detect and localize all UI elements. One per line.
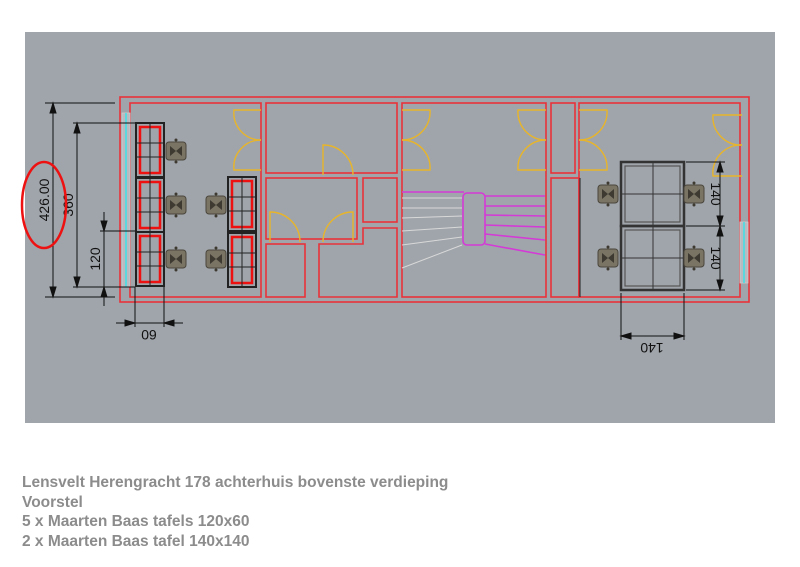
door	[322, 211, 354, 243]
stair-room	[401, 102, 547, 298]
caption-subtitle: Voorstel	[22, 493, 83, 511]
drawing-canvas	[25, 32, 775, 423]
dimension-lines	[45, 101, 725, 340]
door	[322, 144, 354, 176]
room-bottom-1	[265, 243, 306, 298]
table-120x60	[135, 177, 165, 233]
office-chair-icon	[683, 181, 705, 207]
table-120x60	[135, 122, 165, 178]
dimension-square-table-1: 140	[708, 182, 724, 206]
door	[401, 109, 431, 141]
room-bottom-2	[318, 227, 398, 298]
table-120x60	[227, 232, 257, 288]
chairs	[165, 138, 705, 272]
caption: Lensvelt Herengracht 178 achterhuis bove…	[22, 473, 448, 551]
office-chair-icon	[205, 192, 227, 218]
door	[578, 109, 608, 141]
dimension-table-length: 120	[87, 247, 103, 271]
door	[401, 139, 431, 171]
dimension-square-table-width: 140	[640, 340, 664, 356]
office-chair-icon	[597, 245, 619, 271]
door	[269, 211, 301, 243]
office-chair-icon	[165, 192, 187, 218]
door	[517, 139, 547, 171]
office-chair-icon	[165, 138, 187, 164]
caption-tables-small: 5 x Maarten Baas tafels 120x60	[22, 513, 250, 530]
walls	[119, 96, 750, 303]
office-chair-icon	[205, 246, 227, 272]
office-chair-icon	[165, 246, 187, 272]
door	[233, 139, 262, 171]
office-chair-icon	[597, 181, 619, 207]
room-top-1	[265, 102, 398, 174]
dimension-square-table-2: 140	[708, 246, 724, 270]
room-narrow-top	[550, 102, 576, 174]
tables	[135, 122, 686, 292]
door	[233, 109, 262, 141]
dimension-tables-run: 360	[60, 193, 76, 217]
table-120x60	[135, 231, 165, 287]
room-middle	[265, 177, 358, 240]
office-chair-icon	[683, 245, 705, 271]
room-work-right	[578, 102, 741, 298]
door	[712, 144, 743, 177]
highlight-circle	[20, 160, 68, 250]
dimension-overall-depth: 426.00	[36, 178, 52, 221]
doors	[233, 109, 743, 243]
table-120x60	[227, 176, 257, 232]
door	[578, 139, 608, 171]
door	[712, 114, 743, 146]
caption-tables-square: 2 x Maarten Baas tafel 140x140	[22, 532, 250, 550]
room-small	[362, 177, 398, 223]
door	[517, 109, 547, 141]
stairs	[402, 191, 546, 256]
outer-wall	[119, 96, 750, 303]
stair-treads-lower	[401, 197, 463, 269]
caption-title: Lensvelt Herengracht 178 achterhuis bove…	[22, 474, 449, 491]
dimension-table-width: 60	[141, 327, 157, 343]
